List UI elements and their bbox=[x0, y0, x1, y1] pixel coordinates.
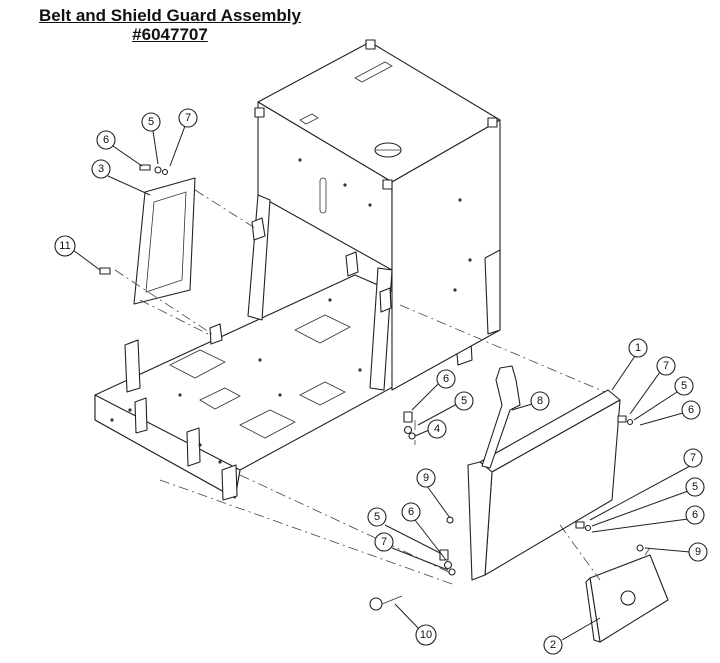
callout-5: 5 bbox=[367, 507, 387, 527]
part-2-bracket bbox=[585, 554, 669, 643]
callout-10: 10 bbox=[415, 624, 437, 646]
part-8-wrench bbox=[481, 365, 521, 469]
svg-text:5: 5 bbox=[461, 395, 467, 407]
callout-7: 7 bbox=[178, 108, 198, 128]
svg-text:6: 6 bbox=[692, 509, 698, 521]
callout-6: 6 bbox=[681, 400, 701, 420]
svg-text:6: 6 bbox=[443, 373, 449, 385]
callout-9: 9 bbox=[416, 468, 436, 488]
callout-5: 5 bbox=[674, 376, 694, 396]
diagram-title: Belt and Shield Guard Assembly bbox=[39, 6, 301, 25]
callout-7: 7 bbox=[656, 356, 676, 376]
svg-text:7: 7 bbox=[690, 452, 696, 464]
hardware bbox=[99, 164, 644, 611]
svg-text:6: 6 bbox=[688, 404, 694, 416]
svg-text:3: 3 bbox=[98, 163, 104, 175]
callout-5: 5 bbox=[141, 112, 161, 132]
callout-9: 9 bbox=[688, 542, 708, 562]
svg-text:10: 10 bbox=[420, 629, 432, 641]
part-1-belt-guard bbox=[467, 389, 621, 581]
svg-text:7: 7 bbox=[381, 536, 387, 548]
svg-text:6: 6 bbox=[408, 506, 414, 518]
svg-text:5: 5 bbox=[374, 511, 380, 523]
main-cabinet bbox=[209, 39, 501, 391]
callout-11: 11 bbox=[54, 235, 76, 257]
callout-7: 7 bbox=[683, 448, 703, 468]
part-3-guard-frame bbox=[133, 177, 196, 305]
callout-6: 6 bbox=[401, 502, 421, 522]
callout-2: 2 bbox=[543, 635, 563, 655]
svg-text:5: 5 bbox=[692, 481, 698, 493]
svg-text:6: 6 bbox=[103, 134, 109, 146]
svg-text:7: 7 bbox=[185, 112, 191, 124]
svg-text:5: 5 bbox=[148, 116, 154, 128]
part-number: #6047707 bbox=[132, 25, 208, 44]
svg-text:11: 11 bbox=[59, 240, 70, 252]
svg-text:4: 4 bbox=[434, 423, 440, 435]
callout-7: 7 bbox=[374, 532, 394, 552]
callout-5: 5 bbox=[454, 391, 474, 411]
callout-8: 8 bbox=[530, 391, 550, 411]
callout-1: 1 bbox=[628, 338, 648, 358]
svg-text:9: 9 bbox=[423, 472, 429, 484]
svg-text:2: 2 bbox=[550, 639, 556, 651]
callout-6: 6 bbox=[436, 369, 456, 389]
callout-6: 6 bbox=[96, 130, 116, 150]
svg-text:1: 1 bbox=[635, 342, 641, 354]
svg-text:5: 5 bbox=[681, 380, 687, 392]
callout-4: 4 bbox=[427, 419, 447, 439]
callout-5: 5 bbox=[685, 477, 705, 497]
svg-text:7: 7 bbox=[663, 360, 669, 372]
callout-3: 3 bbox=[91, 159, 111, 179]
svg-text:8: 8 bbox=[537, 395, 543, 407]
svg-text:9: 9 bbox=[695, 546, 701, 558]
callout-6: 6 bbox=[685, 505, 705, 525]
